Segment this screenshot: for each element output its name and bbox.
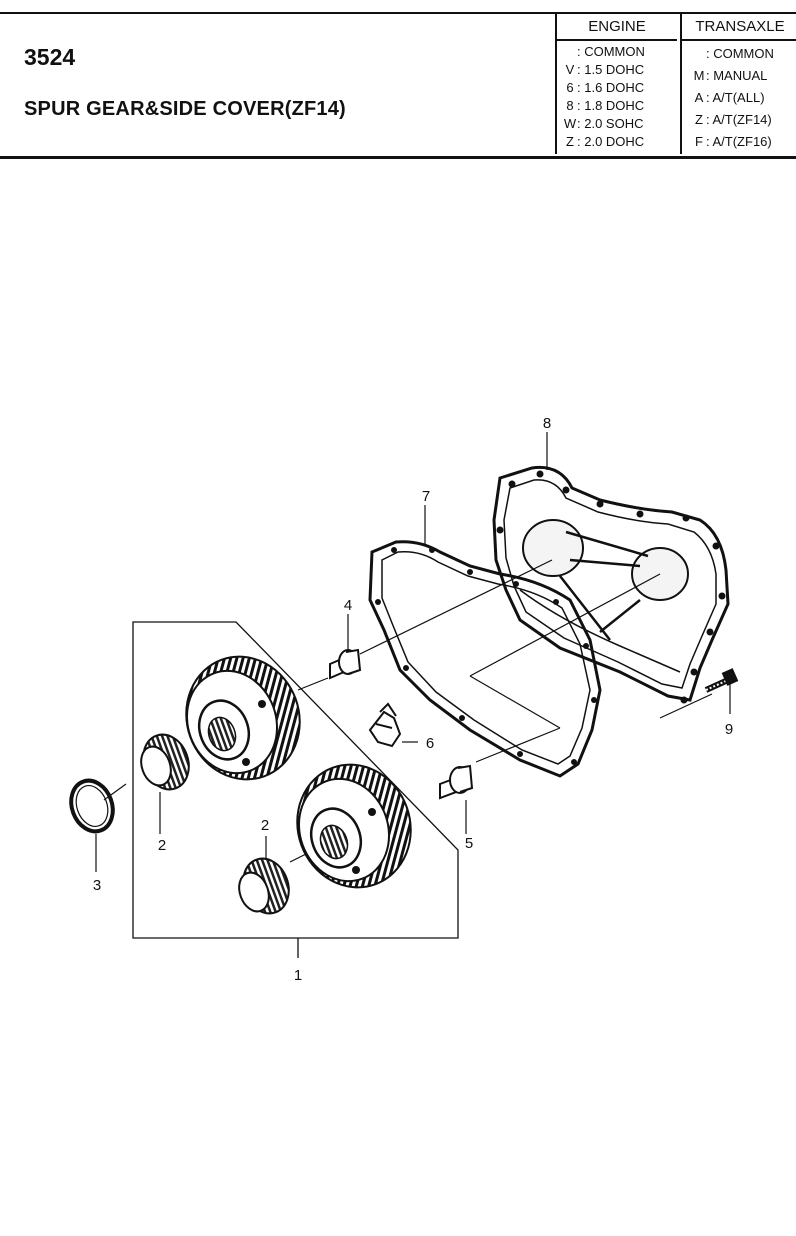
callout-2-upper: 2 — [158, 837, 166, 854]
bolt-4 — [329, 648, 362, 680]
transaxle-value: : COMMON — [706, 46, 774, 61]
side-cover — [492, 465, 730, 704]
engine-legend: ENGINE : COMMON V: 1.5 DOHC 6: 1.6 DOHC … — [555, 14, 677, 154]
title-block: 3524 SPUR GEAR&SIDE COVER(ZF14) ENGINE :… — [0, 0, 796, 159]
engine-value: : 1.6 DOHC — [577, 80, 645, 95]
engine-row: : COMMON — [563, 44, 645, 59]
transaxle-row: A: A/T(ALL) — [692, 90, 765, 105]
engine-value: : 1.5 DOHC — [577, 62, 645, 77]
engine-key: W — [563, 116, 577, 131]
leader-lines — [95, 432, 731, 872]
transaxle-key: F — [695, 134, 703, 149]
engine-value: : COMMON — [577, 44, 645, 59]
callout-7: 7 — [422, 488, 430, 505]
callout-2-lower: 2 — [261, 817, 269, 834]
engine-key: Z — [566, 134, 574, 149]
alignment-lines — [103, 559, 713, 863]
engine-heading: ENGINE — [557, 14, 677, 41]
transaxle-row: : COMMON — [692, 46, 774, 61]
engine-value: : 2.0 DOHC — [577, 134, 645, 149]
upper-bearing — [140, 733, 190, 791]
bolt-9 — [704, 668, 739, 693]
callout-6: 6 — [426, 735, 434, 752]
engine-row: Z: 2.0 DOHC — [563, 134, 644, 149]
assembly-bracket — [132, 621, 459, 958]
callout-4: 4 — [344, 597, 352, 614]
page-code: 3524 — [24, 44, 76, 70]
engine-value: : 1.8 DOHC — [577, 98, 645, 113]
callout-3: 3 — [93, 877, 101, 894]
transaxle-key: Z — [695, 112, 703, 127]
page-title: SPUR GEAR&SIDE COVER(ZF14) — [24, 98, 346, 120]
callout-9: 9 — [725, 721, 733, 738]
transaxle-value: : A/T(ALL) — [706, 90, 765, 105]
transaxle-row: Z: A/T(ZF14) — [692, 112, 772, 127]
engine-key: 6 — [566, 80, 574, 95]
engine-key: V — [565, 62, 575, 77]
engine-row: 6: 1.6 DOHC — [563, 80, 644, 95]
gasket — [368, 540, 602, 778]
engine-key: 8 — [566, 98, 574, 113]
transaxle-row: F: A/T(ZF16) — [692, 134, 772, 149]
clip-6 — [368, 702, 418, 748]
top-rule — [0, 12, 796, 14]
snap-ring — [69, 778, 115, 834]
engine-value: : 2.0 SOHC — [577, 116, 644, 131]
transaxle-legend: TRANSAXLE : COMMON M: MANUAL A: A/T(ALL)… — [680, 14, 796, 154]
engine-row: V: 1.5 DOHC — [563, 62, 645, 77]
transaxle-row: M: MANUAL — [692, 68, 768, 83]
transaxle-value: : A/T(ZF16) — [706, 134, 772, 149]
transaxle-heading: TRANSAXLE — [682, 14, 796, 41]
transaxle-value: : MANUAL — [706, 68, 768, 83]
engine-row: W: 2.0 SOHC — [563, 116, 644, 131]
transaxle-key: A — [694, 90, 704, 105]
transaxle-key: M — [693, 68, 705, 83]
callout-5: 5 — [465, 835, 473, 852]
callout-1: 1 — [294, 967, 302, 984]
lower-spur-gear — [296, 763, 412, 889]
transaxle-value: : A/T(ZF14) — [706, 112, 772, 127]
engine-row: 8: 1.8 DOHC — [563, 98, 644, 113]
lower-bearing — [238, 857, 290, 915]
upper-spur-gear — [185, 655, 301, 781]
callout-8: 8 — [543, 415, 551, 432]
bolt-5 — [439, 764, 474, 800]
